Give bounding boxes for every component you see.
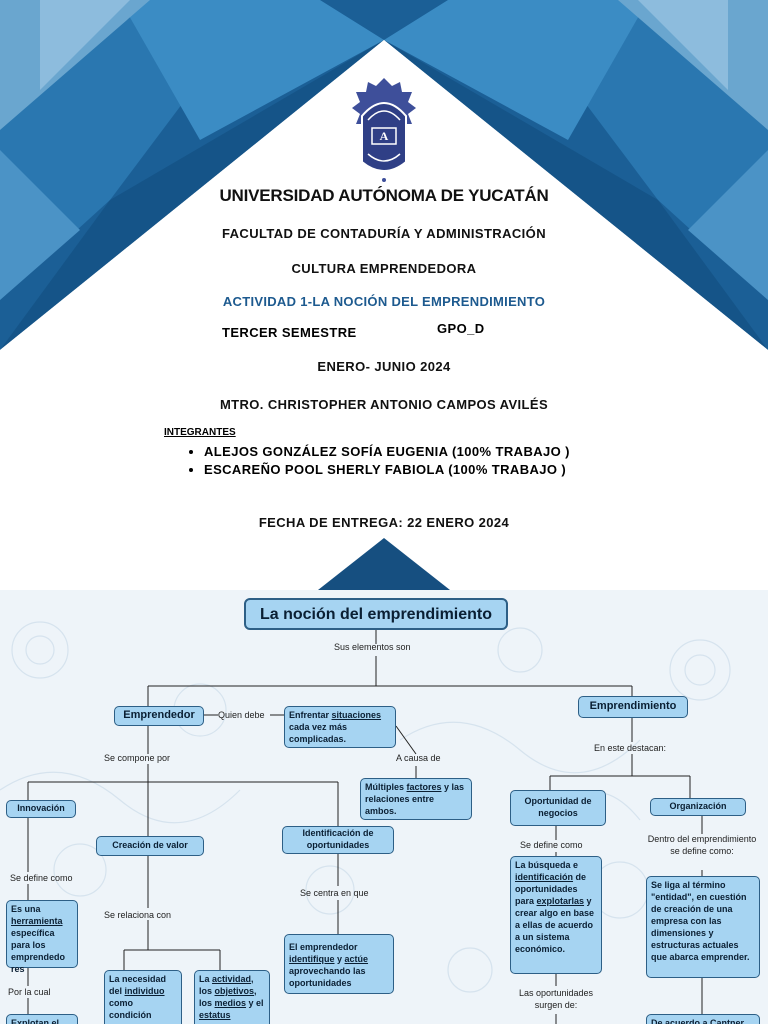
semester: TERCER SEMESTRE [222, 325, 357, 340]
node-explotan: Explotan el [6, 1014, 78, 1024]
teacher-name: MTRO. CHRISTOPHER ANTONIO CAMPOS AVILÉS [219, 397, 549, 412]
node-actividad: La actividad, los objetivos, los medios … [194, 970, 270, 1024]
node-enfrentar: Enfrentar situaciones cada vez más compl… [284, 706, 396, 748]
node-multiples: Múltiples factores y las relaciones entr… [360, 778, 472, 820]
node-emprendimiento: Emprendimiento [578, 696, 688, 718]
link-who-must: Quien debe [218, 710, 265, 720]
link-because-of: A causa de [396, 753, 441, 763]
university-crest-icon: A [352, 78, 416, 182]
link-highlight: En este destacan: [594, 743, 667, 753]
member-item: ALEJOS GONZÁLEZ SOFÍA EUGENIA (100% TRAB… [204, 444, 570, 459]
period: ENERO- JUNIO 2024 [317, 359, 451, 374]
node-innovacion: Innovación [6, 800, 76, 818]
cover-background [0, 0, 768, 590]
cover-page: A UNIVERSIDAD AUTÓNOMA DE YUCATÁN FACULT… [0, 0, 768, 590]
node-emprendedor-identifique: El emprendedor identifique y actúe aprov… [284, 934, 394, 994]
node-organizacion: Organización [650, 798, 746, 816]
node-emprendedor: Emprendedor [114, 706, 204, 726]
node-creacion: Creación de valor [96, 836, 204, 856]
link-centers-on: Se centra en que [300, 888, 369, 898]
concept-map: La noción del emprendimiento Sus element… [0, 590, 768, 1024]
due-date: FECHA DE ENTREGA: 22 ENERO 2024 [258, 515, 510, 530]
link-for-which: Por la cual [8, 987, 51, 997]
svg-text:A: A [380, 129, 389, 143]
link-elements: Sus elementos son [334, 642, 411, 652]
link-defined-as-2: Se define como [520, 840, 583, 850]
link-defined-as-1: Se define como [10, 873, 73, 883]
link-within-defined: Dentro del emprendimiento se define como… [647, 834, 757, 856]
link-related-with: Se relaciona con [104, 910, 172, 920]
node-deacuerdo: De acuerdo a Cantner [646, 1014, 760, 1024]
faculty-name: FACULTAD DE CONTADURÍA Y ADMINISTRACIÓN [222, 226, 546, 241]
members-heading: INTEGRANTES [164, 427, 236, 438]
map-title: La noción del emprendimiento [244, 598, 508, 630]
node-oportunidad: Oportunidad de negocios [510, 790, 606, 826]
node-entidad: Se liga al término "entidad", en cuestió… [646, 876, 760, 978]
activity-title: ACTIVIDAD 1-LA NOCIÓN DEL EMPRENDIMIENTO [222, 294, 546, 309]
group: GPO_D [437, 321, 485, 336]
connector-lines [27, 630, 703, 1024]
university-name: UNIVERSIDAD AUTÓNOMA DE YUCATÁN [219, 186, 549, 205]
node-busqueda: La búsqueda e identificación de oportuni… [510, 856, 602, 974]
node-necesidad: La necesidad del individuo como condició… [104, 970, 182, 1024]
members-list: ALEJOS GONZÁLEZ SOFÍA EUGENIA (100% TRAB… [188, 444, 570, 480]
course-name: CULTURA EMPRENDEDORA [291, 261, 477, 276]
link-composed-by: Se compone por [104, 753, 171, 763]
link-opportunities-arise: Las oportunidades surgen de: [518, 988, 594, 1010]
node-herramienta: Es una herramienta específica para los e… [6, 900, 78, 974]
member-item: ESCAREÑO POOL SHERLY FABIOLA (100% TRABA… [204, 462, 570, 477]
node-identificacion: Identificación de oportunidades [282, 826, 394, 854]
